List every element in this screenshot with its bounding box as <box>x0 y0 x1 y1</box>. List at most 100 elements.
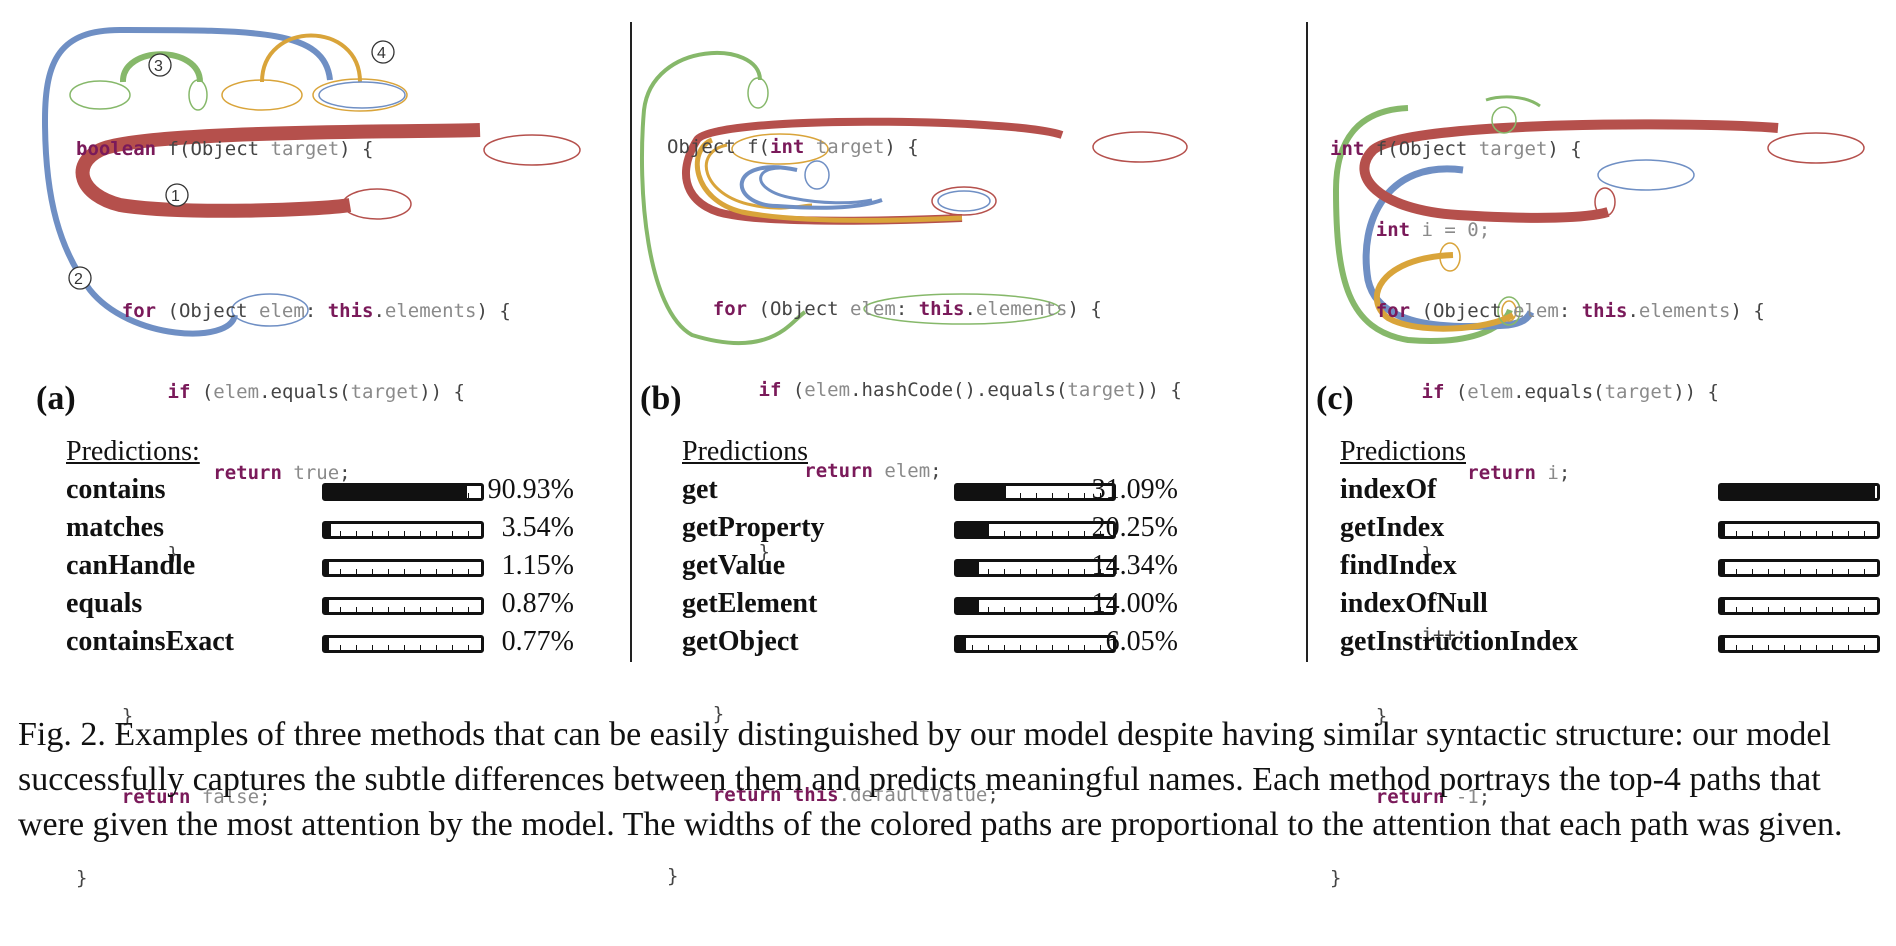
probability-bar-fill <box>1721 562 1725 574</box>
prediction-name: getElement <box>682 588 818 619</box>
probability-bar <box>322 559 484 577</box>
path-blue <box>739 165 883 210</box>
prediction-name: getValue <box>682 550 786 581</box>
path-orange <box>694 137 963 223</box>
prediction-row: canHandle 1.15% <box>66 550 626 586</box>
code-line-8: } <box>76 867 88 889</box>
panel-a: 1 2 3 4 boolean f(Object target) { for (… <box>0 0 632 889</box>
code-line-2: for (Object elem: this.elements) { <box>121 300 511 322</box>
path-1-red <box>75 123 481 218</box>
panel-label-c: (c) <box>1316 380 1354 417</box>
prediction-row: equals 0.87% <box>66 588 626 624</box>
code-line-5: } <box>758 541 770 563</box>
prediction-row: indexOfNull <box>1340 588 1896 624</box>
code-line-5: } <box>1421 543 1433 565</box>
prediction-name: matches <box>66 512 164 543</box>
divider-b-c <box>1306 22 1308 662</box>
code-block-a: boolean f(Object target) { for (Object e… <box>76 82 511 946</box>
panel-b: Object f(int target) { for (Object elem:… <box>632 0 1308 887</box>
path-2-blue <box>41 26 333 337</box>
probability-bar-fill <box>1721 638 1725 650</box>
probability-bar <box>954 635 1116 653</box>
prediction-name: equals <box>66 588 143 619</box>
path-green <box>1332 105 1513 344</box>
prediction-row: getValue 14.34% <box>682 550 1242 586</box>
probability-bar-fill <box>1721 600 1725 612</box>
probability-bar-fill <box>957 524 989 536</box>
marker-1: 1 <box>171 188 180 205</box>
panel-label-a: (a) <box>36 380 76 417</box>
code-line-1: Object f(int target) { <box>667 136 919 158</box>
prediction-percent: 14.34% <box>1091 550 1178 581</box>
code-line-7: return this.defaultValue; <box>712 784 999 806</box>
code-line-3: if (elem.hashCode().equals(target)) { <box>758 379 1182 401</box>
code-line-2: for (Object elem: this.elements) { <box>712 298 1102 320</box>
figure-caption: Fig. 2. Examples of three methods that c… <box>18 716 1843 843</box>
prediction-row: getIndex <box>1340 512 1896 548</box>
marker-3: 3 <box>154 58 163 75</box>
probability-bar <box>954 521 1116 539</box>
probability-bar-fill <box>325 638 329 650</box>
prediction-name: findIndex <box>1340 550 1457 581</box>
code-line-8: } <box>667 865 679 887</box>
path-green-2 <box>1485 95 1541 108</box>
prediction-name: canHandle <box>66 550 196 581</box>
prediction-name: get <box>682 474 718 505</box>
prediction-row: indexOf <box>1340 474 1896 510</box>
prediction-row: getObject 6.05% <box>682 626 1242 662</box>
path-blue-2 <box>759 166 873 205</box>
prediction-name: indexOfNull <box>1340 588 1488 619</box>
prediction-name: contains <box>66 474 166 505</box>
path-red <box>1359 119 1779 223</box>
code-line-1b: int i = 0; <box>1375 219 1491 241</box>
code-block-c: int f(Object target) { int i = 0; for (O… <box>1330 82 1765 946</box>
prediction-percent: 3.54% <box>501 512 574 543</box>
code-block-b: Object f(int target) { for (Object elem:… <box>667 80 1182 944</box>
code-line-7: return -1; <box>1375 786 1491 808</box>
code-line-2: for (Object elem: this.elements) { <box>1375 300 1765 322</box>
probability-bar <box>954 483 1116 501</box>
probability-bar-fill <box>957 486 1006 498</box>
probability-bar <box>1718 521 1880 539</box>
prediction-percent: 1.15% <box>501 550 574 581</box>
code-line-6: } <box>1375 705 1388 727</box>
probability-bar <box>1718 559 1880 577</box>
probability-bar <box>1718 597 1880 615</box>
probability-bar-fill <box>325 524 331 536</box>
predictions-title-b: Predictions <box>682 436 808 467</box>
attention-paths-a: 1 2 3 4 <box>41 26 581 337</box>
code-line-5: } <box>167 543 179 565</box>
code-line-4: return true; <box>213 462 351 484</box>
probability-bar-fill <box>1721 524 1725 536</box>
code-line-1: int f(Object target) { <box>1330 138 1582 160</box>
path-4-orange <box>260 33 362 83</box>
prediction-name: getIndex <box>1340 512 1445 543</box>
path-green <box>639 51 807 346</box>
probability-bar <box>954 559 1116 577</box>
prediction-name: getProperty <box>682 512 825 543</box>
prediction-row: getInstructionIndex <box>1340 626 1896 662</box>
prediction-row: findIndex <box>1340 550 1896 586</box>
probability-bar <box>322 483 484 501</box>
probability-bar-fill <box>1721 486 1876 498</box>
path-blue <box>1362 165 1535 331</box>
prediction-percent: 0.87% <box>501 588 574 619</box>
probability-bar <box>1718 483 1880 501</box>
prediction-name: containsExact <box>66 626 234 657</box>
code-line-6: } <box>712 703 725 725</box>
code-line-3: if (elem.equals(target)) { <box>167 381 465 403</box>
prediction-name: getObject <box>682 626 799 657</box>
code-line-5b: i++; <box>1421 624 1468 646</box>
probability-bar-fill <box>325 600 329 612</box>
prediction-percent: 6.05% <box>1105 626 1178 657</box>
code-line-1: boolean f(Object target) { <box>76 138 374 160</box>
prediction-percent: 0.77% <box>501 626 574 657</box>
panel-label-b: (b) <box>640 380 682 417</box>
code-line-8: } <box>1330 867 1342 889</box>
prediction-name: indexOf <box>1340 474 1437 505</box>
prediction-row: matches 3.54% <box>66 512 626 548</box>
prediction-name: getInstructionIndex <box>1340 626 1579 657</box>
